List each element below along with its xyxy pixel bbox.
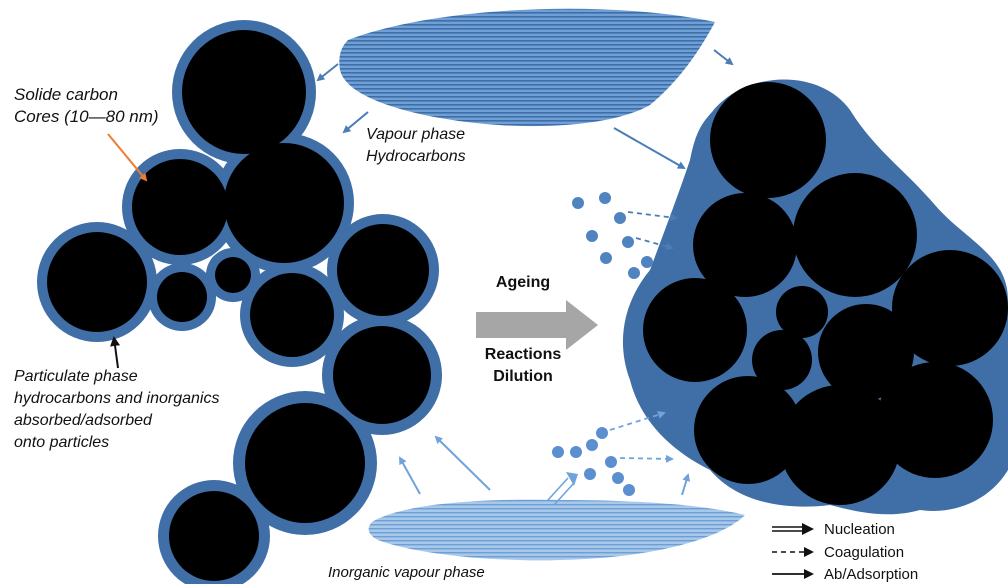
inorganic-vapour-label: Inorganic vapour phase	[328, 564, 485, 581]
legend-item-nucleation: Nucleation	[770, 518, 895, 540]
legend-label-nucleation: Nucleation	[824, 520, 895, 538]
solid-cores-line-2: Cores (10—80 nm)	[14, 107, 159, 126]
upper-droplets	[572, 192, 653, 279]
particulate-phase-line-2: hydrocarbons and inorganics	[14, 390, 220, 407]
particulate-phase-line-3: absorbed/adsorbed	[14, 412, 152, 429]
particulate-phase-line-1: Particulate phase	[14, 368, 138, 385]
nucleation-arrow	[547, 472, 578, 506]
legend-item-coagulation: Coagulation	[770, 541, 904, 563]
reactions-label: Reactions	[484, 346, 562, 363]
upper-coagulation-arrows	[627, 211, 678, 251]
ageing-label: Ageing	[495, 274, 551, 291]
inorganic-adsorption-arrows	[399, 435, 691, 496]
inorganic-vapour-cloud	[368, 499, 745, 561]
solid-cores-pointer	[107, 133, 148, 182]
left-cores	[47, 30, 431, 581]
legend-item-adsorption: Ab/Adsorption	[770, 563, 918, 585]
vapour-phase-cloud	[339, 8, 715, 127]
solid-cores-line-1: Solide carbon	[14, 85, 118, 104]
double-arrow-icon	[772, 523, 814, 535]
adsorption-arrows	[316, 49, 734, 169]
legend-label-coagulation: Coagulation	[824, 543, 905, 561]
vapour-phase-line-2: Hydrocarbons	[366, 148, 466, 165]
dilution-label: Dilution	[493, 368, 553, 385]
dashed-arrow-icon	[772, 547, 814, 557]
left-aggregate	[37, 20, 442, 584]
right-aggregate	[622, 79, 1008, 515]
legend-label-adsorption: Ab/Adsorption	[824, 565, 919, 583]
ageing-arrow	[476, 300, 598, 350]
solid-cores-label: Solide carbon Cores (10—80 nm)	[14, 84, 159, 128]
lower-droplets	[552, 427, 635, 496]
particulate-phase-line-4: onto particles	[14, 434, 110, 451]
solid-arrow-icon	[772, 569, 814, 579]
particulate-phase-pointer	[110, 336, 121, 369]
vapour-phase-label: Vapour phase Hydrocarbons	[366, 124, 466, 168]
lower-coagulation-arrows	[609, 410, 674, 463]
particulate-phase-label: Particulate phase hydrocarbons and inorg…	[14, 366, 219, 454]
vapour-phase-line-1: Vapour phase	[366, 126, 466, 143]
right-cores	[643, 82, 1008, 505]
